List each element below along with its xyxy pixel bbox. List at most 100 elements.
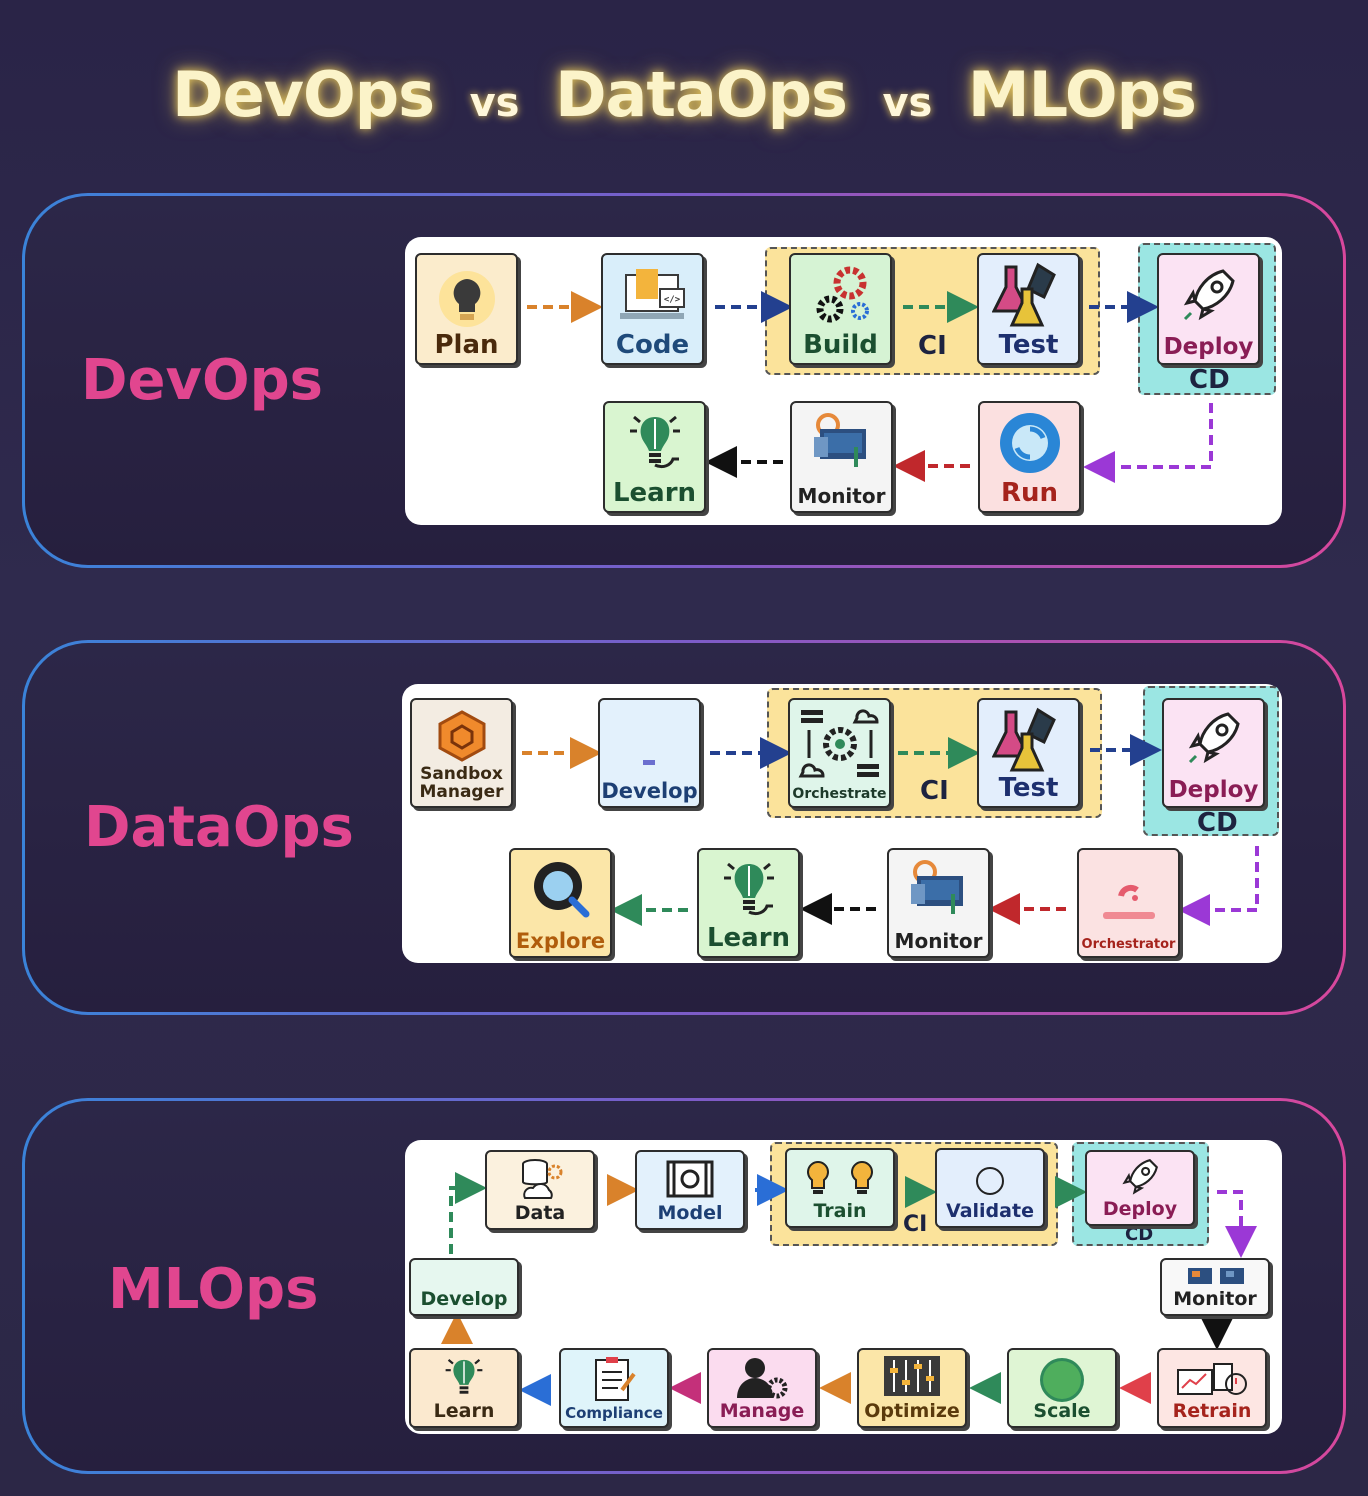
mlops-compliance-label: Compliance — [565, 1404, 663, 1423]
devops-run-step: Run — [978, 401, 1081, 513]
title-devops: DevOps — [172, 58, 435, 131]
dash-icon — [642, 760, 655, 765]
mlops-monitor-step: Monitor — [1160, 1258, 1270, 1316]
mlops-monitor-label: Monitor — [1173, 1288, 1257, 1311]
dataops-test-step: Test — [977, 698, 1080, 808]
mlops-data-step: Data — [485, 1150, 595, 1230]
devops-plan-step: Plan — [415, 253, 518, 365]
devops-test-step: Test — [977, 253, 1080, 365]
dataops-monitor-step: Monitor — [887, 848, 990, 958]
devops-cd-label: CD — [1189, 365, 1230, 395]
mlops-deploy-step: Deploy — [1085, 1150, 1195, 1226]
refresh-icon — [999, 413, 1060, 473]
circle-icon — [976, 1167, 1004, 1195]
devops-connectors — [527, 291, 1213, 483]
dataops-test-label: Test — [998, 772, 1059, 803]
database-cloud-icon — [522, 1159, 563, 1199]
devops-deploy-step: Deploy — [1157, 253, 1260, 365]
devops-code-label: Code — [615, 329, 690, 360]
mlops-section-label: MLOps — [108, 1257, 319, 1322]
title-vs-1: vs — [469, 80, 520, 126]
mlops-validate-label: Validate — [946, 1200, 1034, 1223]
mlops-train-label: Train — [813, 1200, 867, 1223]
dataops-deploy-step: Deploy — [1162, 698, 1265, 808]
dataops-orchestrate-step: Orchestrate — [788, 698, 891, 808]
rocket-icon — [1122, 1159, 1158, 1195]
cube-icon — [438, 710, 485, 762]
orchestration-gear-icon — [798, 709, 879, 778]
mlops-diagram-panel: CI CD Data — [405, 1140, 1282, 1434]
dataops-learn-step: Learn — [697, 848, 800, 958]
mlops-manage-label: Manage — [719, 1400, 805, 1423]
mlops-manage-step: Manage — [707, 1348, 817, 1428]
devops-diagram-panel: CI CD Plan </> — [405, 237, 1282, 525]
devops-code-step: </> Code — [601, 253, 704, 365]
mlops-model-label: Model — [657, 1202, 723, 1225]
dataops-monitor-label: Monitor — [894, 929, 983, 953]
monitor-dashboard-icon — [910, 860, 963, 914]
mlops-learn-label: Learn — [433, 1400, 495, 1423]
gauge-icon — [1102, 884, 1155, 919]
mlops-scale-label: Scale — [1033, 1400, 1091, 1423]
bulbs-icon — [807, 1160, 873, 1194]
dataops-section-label: DataOps — [84, 795, 354, 860]
mlops-validate-step: Validate — [935, 1148, 1045, 1228]
brain-bulb-icon — [723, 862, 774, 916]
rocket-icon — [1183, 269, 1235, 321]
dataops-sandbox-step: Sandbox Manager — [410, 698, 513, 808]
mlops-scale-step: Scale — [1007, 1348, 1117, 1428]
mlops-develop-step: Develop — [409, 1258, 519, 1316]
flasks-icon — [991, 262, 1056, 327]
title-dataops: DataOps — [555, 58, 848, 131]
mlops-retrain-label: Retrain — [1172, 1400, 1252, 1423]
dataops-deploy-label: Deploy — [1168, 776, 1259, 803]
mlops-develop-label: Develop — [420, 1288, 508, 1311]
chart-stopwatch-icon — [1177, 1363, 1247, 1395]
mlops-learn-step: Learn — [409, 1348, 519, 1428]
dataops-explore-label: Explore — [515, 928, 606, 953]
mlops-optimize-step: Optimize — [857, 1348, 967, 1428]
dataops-diagram-panel: CI CD Sandbox Manager Develop — [402, 684, 1282, 963]
dataops-develop-label: Develop — [601, 778, 698, 803]
mlops-deploy-label: Deploy — [1102, 1198, 1178, 1221]
devops-build-label: Build — [803, 329, 878, 360]
title-mlops: MLOps — [967, 58, 1197, 131]
dataops-ci-label: CI — [920, 776, 949, 806]
devops-learn-label: Learn — [612, 477, 697, 508]
rocket-icon — [1188, 712, 1240, 764]
brain-bulb-icon — [445, 1359, 483, 1394]
dataops-orchestrate-label: Orchestrate — [792, 786, 887, 803]
gears-icon — [816, 266, 869, 323]
dataops-orchestrator-label: Orchestrator — [1081, 937, 1176, 953]
mlops-retrain-step: Retrain — [1157, 1348, 1267, 1428]
devops-deploy-label: Deploy — [1163, 333, 1254, 360]
mlops-ci-label: CI — [903, 1212, 928, 1237]
magnifier-icon — [533, 862, 589, 918]
mlops-compliance-step: Compliance — [559, 1348, 669, 1428]
dataops-develop-step: Develop — [598, 698, 701, 808]
devops-monitor-step: Monitor — [790, 401, 893, 513]
sliders-icon — [884, 1356, 940, 1396]
devops-section-label: DevOps — [81, 348, 323, 413]
dataops-connectors — [522, 734, 1259, 926]
devops-monitor-label: Monitor — [797, 484, 886, 508]
mlops-train-step: Train — [785, 1148, 895, 1228]
mlops-data-label: Data — [514, 1202, 566, 1225]
dataops-learn-label: Learn — [706, 922, 791, 953]
mlops-connectors — [441, 1172, 1257, 1406]
dataops-cd-label: CD — [1197, 808, 1238, 838]
checklist-icon — [595, 1357, 636, 1401]
user-gear-icon — [737, 1358, 788, 1399]
devops-ci-label: CI — [918, 331, 947, 361]
green-circle-icon — [1040, 1358, 1084, 1402]
lightbulb-icon — [438, 271, 495, 327]
mlops-optimize-label: Optimize — [864, 1400, 960, 1423]
svg-text:</>: </> — [663, 295, 680, 305]
mlops-model-step: Model — [635, 1150, 745, 1230]
monitor-screens-icon — [1188, 1268, 1244, 1284]
brain-bulb-icon — [629, 415, 680, 469]
title-vs-2: vs — [882, 80, 933, 126]
dataops-orchestrator-step: Orchestrator — [1077, 848, 1180, 958]
mlops-cd-label: CD — [1125, 1224, 1154, 1245]
devops-learn-step: Learn — [603, 401, 706, 513]
